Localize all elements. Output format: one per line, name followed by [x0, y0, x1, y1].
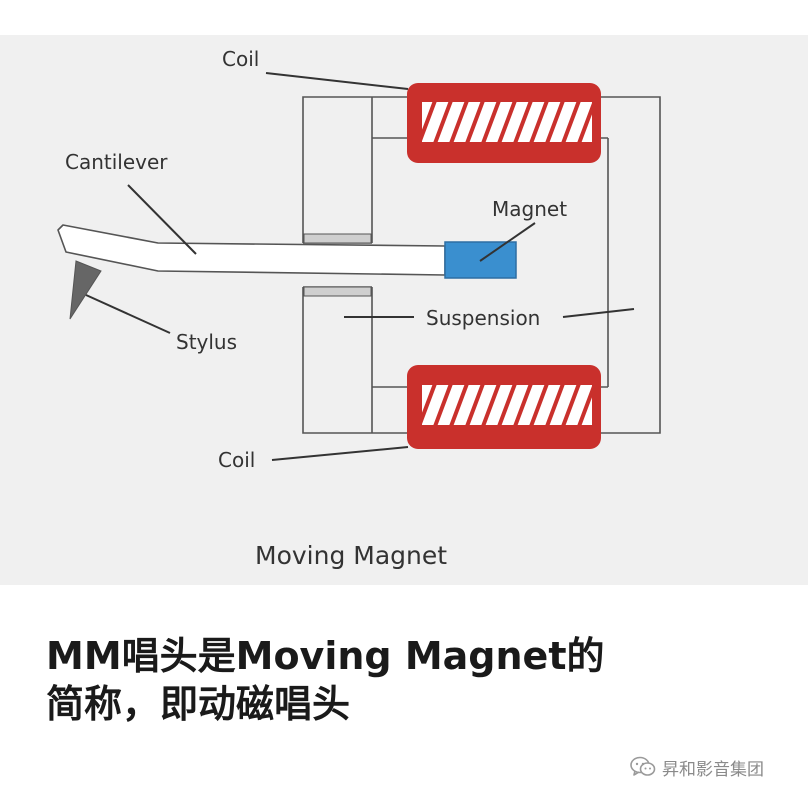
watermark: 昇和影音集团 — [630, 753, 764, 781]
suspension-block-top — [303, 233, 372, 244]
cantilever — [57, 224, 446, 276]
coil-bottom — [407, 365, 601, 449]
label-suspension: Suspension — [426, 306, 540, 330]
moving-magnet-diagram: Coil Cantilever Magnet Suspension Stylus… — [57, 47, 661, 570]
diagram-caption: Moving Magnet — [255, 541, 447, 570]
label-stylus: Stylus — [176, 330, 237, 354]
label-magnet: Magnet — [492, 197, 567, 221]
label-coil-bottom: Coil — [218, 448, 255, 472]
stylus — [69, 260, 102, 320]
label-cantilever: Cantilever — [65, 150, 168, 174]
diagram-panel: Coil Cantilever Magnet Suspension Stylus… — [0, 35, 808, 585]
wechat-icon — [630, 756, 656, 776]
coil-top — [407, 83, 601, 163]
watermark-text: 昇和影音集团 — [662, 759, 764, 780]
headline-line-2: 简称，即动磁唱头 — [46, 682, 351, 726]
leader-lines — [85, 72, 635, 461]
label-coil-top: Coil — [222, 47, 259, 71]
suspension-block-bottom — [303, 286, 372, 297]
headline: MM唱头是Moving Magnet的 简称，即动磁唱头 — [46, 632, 786, 728]
headline-line-1: MM唱头是Moving Magnet的 — [46, 634, 605, 678]
